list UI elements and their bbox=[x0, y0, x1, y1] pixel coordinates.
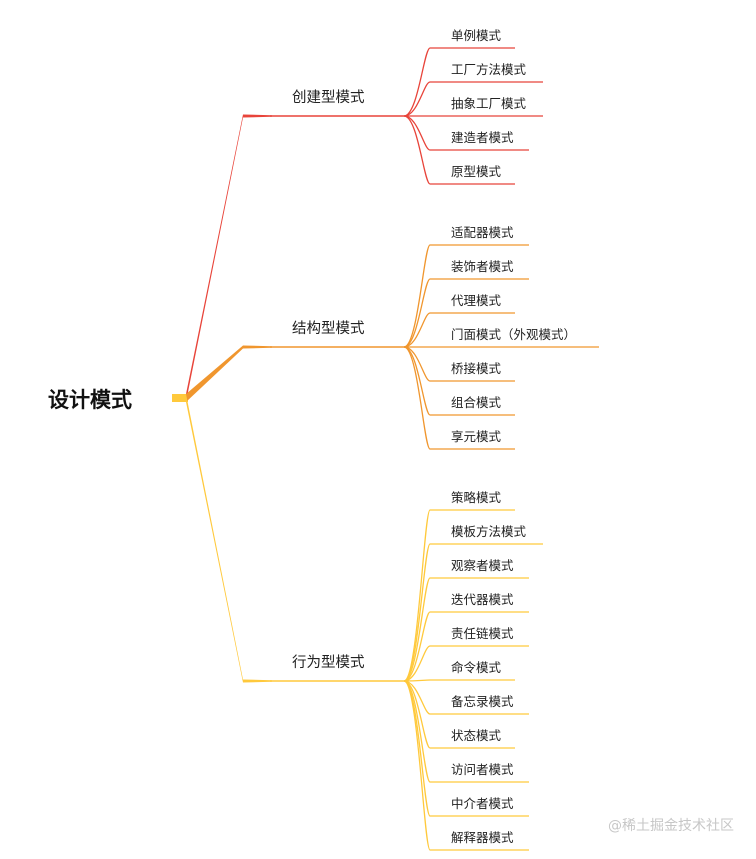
leaf-connector bbox=[403, 645, 529, 682]
branch-label-1: 创建型模式 bbox=[292, 89, 365, 106]
leaf-label: 访问者模式 bbox=[451, 762, 514, 777]
branch-trunk-3 bbox=[186, 394, 272, 683]
leaf-label: 桥接模式 bbox=[451, 361, 502, 376]
leaf-connector bbox=[403, 509, 515, 682]
leaf-connector bbox=[403, 611, 529, 682]
leaf-label: 策略模式 bbox=[451, 490, 502, 505]
leaf-label: 模板方法模式 bbox=[451, 524, 527, 539]
branch-label-2: 结构型模式 bbox=[292, 320, 365, 337]
watermark: @稀土掘金技术社区 bbox=[608, 818, 734, 834]
leaf-connector bbox=[403, 680, 529, 851]
leaf-label: 组合模式 bbox=[451, 395, 502, 410]
leaf-connector bbox=[403, 577, 529, 682]
leaf-label: 适配器模式 bbox=[451, 225, 514, 240]
leaf-connector bbox=[403, 679, 515, 682]
leaf-connector bbox=[403, 47, 515, 117]
leaf-connector bbox=[403, 244, 529, 348]
leaf-label: 享元模式 bbox=[451, 429, 502, 444]
leaf-connector bbox=[403, 346, 515, 450]
leaf-connector bbox=[403, 543, 543, 682]
leaf-label: 迭代器模式 bbox=[451, 592, 514, 607]
branch-trunk-2 bbox=[186, 345, 272, 402]
leaf-label: 门面模式（外观模式） bbox=[451, 327, 576, 342]
leaf-label: 解释器模式 bbox=[451, 830, 514, 845]
leaf-connector bbox=[403, 115, 515, 185]
leaf-label: 观察者模式 bbox=[451, 558, 514, 573]
leaf-connector bbox=[403, 81, 543, 117]
leaf-connector bbox=[403, 278, 529, 348]
leaf-label: 中介者模式 bbox=[451, 796, 514, 811]
leaf-label: 责任链模式 bbox=[451, 626, 514, 641]
leaf-label: 代理模式 bbox=[451, 293, 502, 308]
leaf-label: 状态模式 bbox=[451, 728, 502, 743]
leaf-label: 装饰者模式 bbox=[451, 259, 514, 274]
connector-lines bbox=[172, 47, 599, 851]
leaf-connector bbox=[403, 312, 515, 348]
leaf-label: 建造者模式 bbox=[451, 130, 514, 145]
leaf-label: 工厂方法模式 bbox=[451, 62, 527, 77]
leaf-label: 命令模式 bbox=[451, 660, 502, 675]
root-node-label: 设计模式 bbox=[48, 388, 132, 412]
branch-label-3: 行为型模式 bbox=[292, 654, 365, 671]
leaf-label: 抽象工厂模式 bbox=[451, 96, 527, 111]
leaf-label: 单例模式 bbox=[451, 28, 502, 43]
leaf-label: 备忘录模式 bbox=[451, 694, 514, 709]
leaf-label: 原型模式 bbox=[451, 164, 502, 179]
